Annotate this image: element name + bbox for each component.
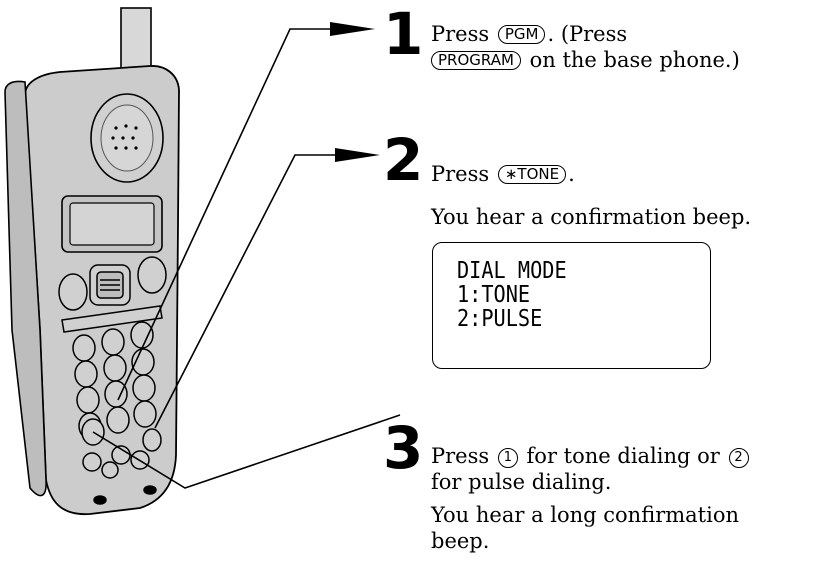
display-mode-screen: DIAL MODE 1:TONE 2:PULSE [432,242,711,369]
step-3-beep-line-1: You hear a long confirmation [431,503,739,527]
program-key: PROGRAM [431,51,521,70]
step-2-beep-text: You hear a confirmation beep. [431,205,752,229]
step-3-press-word: Press [431,444,490,468]
step-3-instruction: Press 1 for tone dialing or 2 for pulse … [431,443,751,495]
pgm-key: PGM [497,25,546,44]
handset-nav-buttons [58,256,167,333]
step-3-beep-text: You hear a long confirmation beep. [431,502,739,554]
display-line-2: 1:TONE [457,282,531,308]
display-line-1: DIAL MODE [457,258,567,284]
step-3-number: 3 [383,414,424,482]
earpiece [90,93,164,183]
step-3-beep-line-2: beep. [431,529,490,553]
step-2-press-word: Press [431,162,490,186]
pointer-arrowheads [330,22,380,162]
handset-keypad [72,321,162,505]
step-1-instruction: Press PGM. (Press PROGRAM on the base ph… [431,21,740,73]
tone-key: ∗TONE [497,165,567,184]
handset-lcd-window [61,195,163,253]
step-3-line-2: for pulse dialing. [431,470,612,494]
step-3-middle-text: for tone dialing or [526,444,720,468]
display-line-3: 2:PULSE [457,306,543,332]
step-1-after-program: on the base phone.) [529,48,740,72]
key-1: 1 [497,448,518,468]
step-2-number: 2 [383,126,424,194]
step-1-number: 1 [383,0,424,68]
step-2-instruction: Press ∗TONE. [431,161,575,187]
step-1-press-word: Press [431,22,490,46]
step-1-after-pgm: . (Press [547,22,628,46]
key-2: 2 [728,448,749,468]
pointer-lines [92,28,401,489]
step-2-after-key: . [568,162,575,186]
